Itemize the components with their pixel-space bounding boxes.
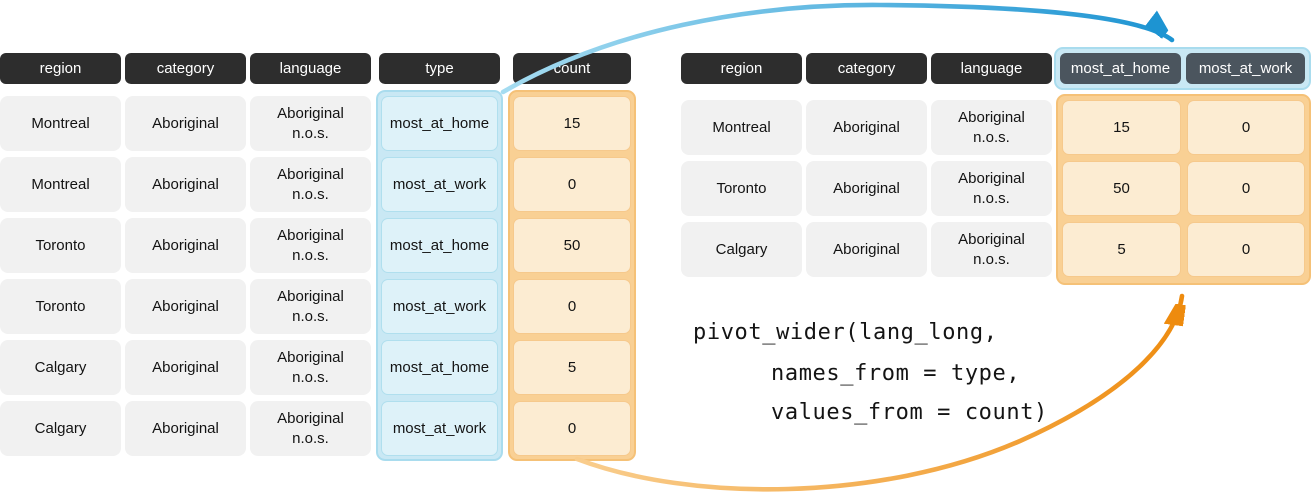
left-header-type: type [379, 53, 500, 84]
table-cell: Aboriginal [125, 96, 246, 151]
table-cell-text: Aboriginal n.o.s. [277, 226, 344, 264]
code-line-2: names_from = type, [771, 361, 1021, 386]
table-cell: 0 [513, 157, 631, 212]
left-header-language: language [250, 53, 371, 84]
table-cell: Montreal [0, 157, 121, 212]
table-cell-text: Aboriginal n.o.s. [277, 409, 344, 447]
table-cell: 0 [1187, 161, 1305, 216]
table-cell: Toronto [681, 161, 802, 216]
table-cell: Aboriginal n.o.s. [250, 340, 371, 395]
table-cell: 5 [513, 340, 631, 395]
code-line-1: pivot_wider(lang_long, [693, 320, 998, 345]
table-cell: Aboriginal n.o.s. [931, 100, 1052, 155]
table-cell-text: Aboriginal n.o.s. [958, 230, 1025, 268]
table-cell: Calgary [0, 401, 121, 456]
table-cell: 15 [513, 96, 631, 151]
table-cell: Aboriginal n.o.s. [250, 401, 371, 456]
left-header-region: region [0, 53, 121, 84]
table-cell: 5 [1062, 222, 1181, 277]
table-cell: most_at_work [381, 401, 498, 456]
table-cell-text: Aboriginal n.o.s. [958, 169, 1025, 207]
left-header-category: category [125, 53, 246, 84]
table-cell-text: Aboriginal n.o.s. [277, 287, 344, 325]
table-cell: most_at_home [381, 340, 498, 395]
table-cell: Aboriginal [125, 157, 246, 212]
right-header-region: region [681, 53, 802, 84]
table-cell: 15 [1062, 100, 1181, 155]
table-cell: Calgary [0, 340, 121, 395]
table-cell: most_at_work [381, 279, 498, 334]
table-cell-text: Aboriginal n.o.s. [277, 165, 344, 203]
table-cell: Aboriginal [125, 401, 246, 456]
table-cell: Aboriginal n.o.s. [250, 279, 371, 334]
table-cell: Aboriginal n.o.s. [931, 161, 1052, 216]
table-cell: Calgary [681, 222, 802, 277]
right-header-category: category [806, 53, 927, 84]
table-cell: Aboriginal [806, 222, 927, 277]
table-cell: Toronto [0, 218, 121, 273]
table-cell: 0 [513, 401, 631, 456]
table-cell: 0 [513, 279, 631, 334]
table-cell: Aboriginal n.o.s. [250, 218, 371, 273]
table-cell: Montreal [0, 96, 121, 151]
table-cell: Toronto [0, 279, 121, 334]
table-cell-text: Aboriginal n.o.s. [958, 108, 1025, 146]
table-cell: most_at_home [381, 218, 498, 273]
table-cell: 0 [1187, 100, 1305, 155]
table-cell: Montreal [681, 100, 802, 155]
table-cell: Aboriginal n.o.s. [931, 222, 1052, 277]
type-column-highlight [376, 90, 503, 461]
table-cell: 50 [513, 218, 631, 273]
table-cell: Aboriginal n.o.s. [250, 157, 371, 212]
table-cell: 0 [1187, 222, 1305, 277]
table-cell: 50 [1062, 161, 1181, 216]
left-header-count: count [513, 53, 631, 84]
table-cell: most_at_work [381, 157, 498, 212]
table-cell-text: Aboriginal n.o.s. [277, 104, 344, 142]
table-cell: most_at_home [381, 96, 498, 151]
table-cell: Aboriginal [806, 100, 927, 155]
right-header-most-at-home: most_at_home [1060, 53, 1181, 84]
table-cell: Aboriginal n.o.s. [250, 96, 371, 151]
table-cell: Aboriginal [125, 340, 246, 395]
right-header-language: language [931, 53, 1052, 84]
table-cell: Aboriginal [806, 161, 927, 216]
table-cell: Aboriginal [125, 279, 246, 334]
table-cell-text: Aboriginal n.o.s. [277, 348, 344, 386]
table-cell: Aboriginal [125, 218, 246, 273]
code-line-3: values_from = count) [771, 400, 1048, 425]
right-header-most-at-work: most_at_work [1186, 53, 1305, 84]
